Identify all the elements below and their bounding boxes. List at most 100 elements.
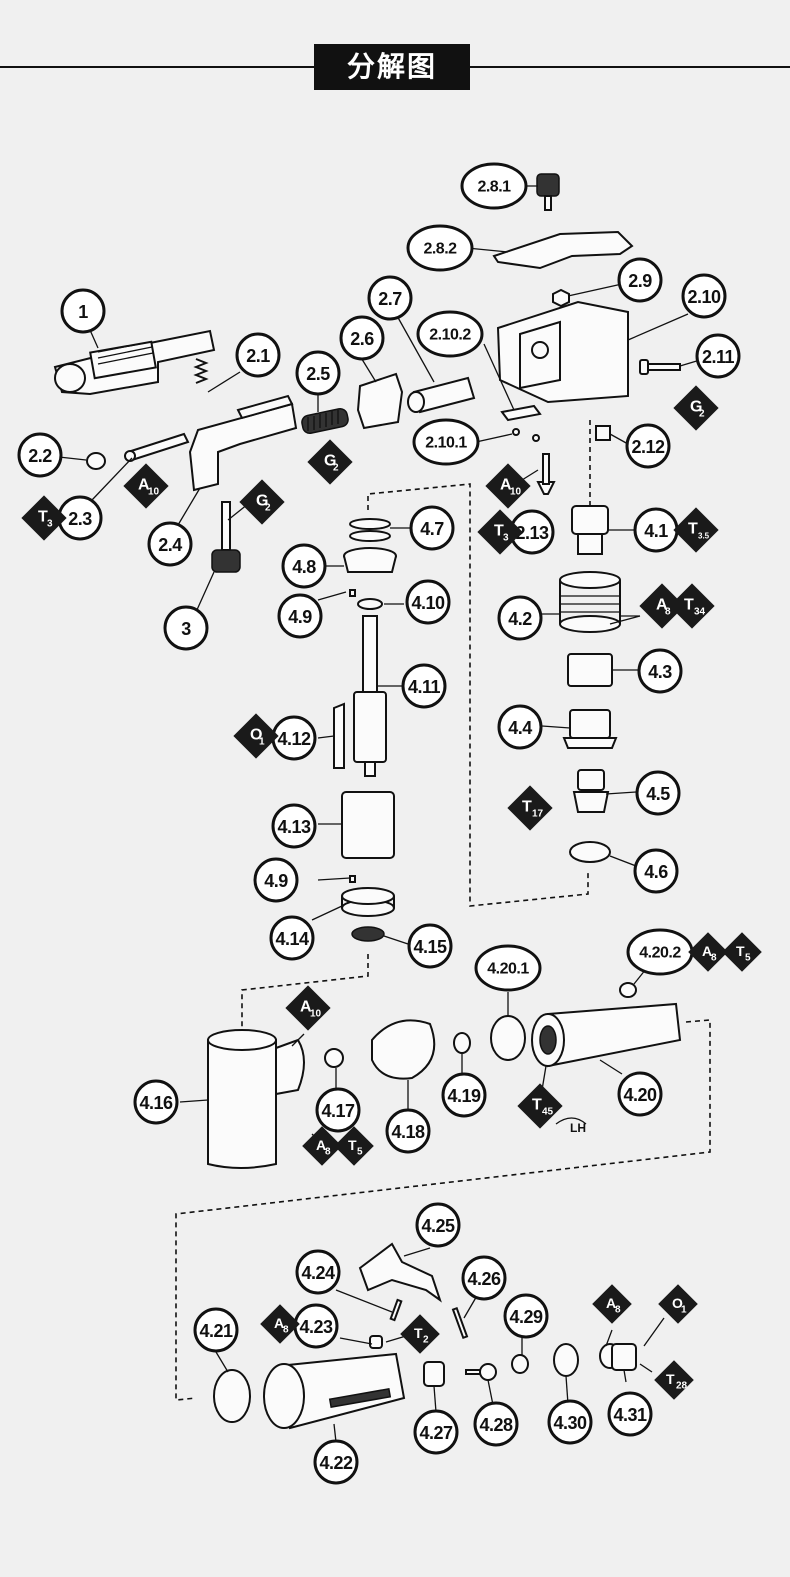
badge-letter: G xyxy=(690,399,702,416)
spec-badge-g2: G2 xyxy=(673,385,719,431)
badge-letter: G xyxy=(324,453,336,470)
part-nut-4-4 xyxy=(562,709,618,749)
badge-letter: T xyxy=(666,1371,675,1387)
callout-4-22: 4.22 xyxy=(313,1439,359,1485)
badge-letter: T xyxy=(736,943,745,959)
callout-4-13: 4.13 xyxy=(271,803,317,849)
badge-subscript: 1 xyxy=(681,1305,687,1316)
callout-4-9b: 4.9 xyxy=(253,857,299,903)
callout-label: 4.28 xyxy=(479,1415,513,1435)
badge-letter: A xyxy=(138,477,150,494)
callout-label: 4.3 xyxy=(648,662,672,682)
badge-subscript: 10 xyxy=(310,1009,322,1020)
part-pawl-2-4 xyxy=(188,394,298,492)
callout-4-15: 4.15 xyxy=(407,923,453,969)
part-bearing-4-15 xyxy=(351,926,385,942)
callout-label: 2.3 xyxy=(68,509,92,529)
callout-label: 4.19 xyxy=(447,1086,481,1106)
badge-subscript: 28 xyxy=(676,1381,688,1392)
callout-label: 4.18 xyxy=(391,1122,425,1142)
callout-label: 4.26 xyxy=(467,1269,501,1289)
part-knob-2-8-1 xyxy=(536,173,560,211)
part-cylinder-4-20 xyxy=(531,1002,682,1068)
part-plug-4-20-2 xyxy=(619,982,637,998)
badge-subscript: 2 xyxy=(699,409,705,420)
part-end-plate-4-14 xyxy=(341,887,395,917)
callout-label: 4.20.2 xyxy=(639,945,681,962)
callout-label: 4.12 xyxy=(277,729,311,749)
callout-4-2: 4.2 xyxy=(497,595,543,641)
callout-label: 4.16 xyxy=(139,1093,173,1113)
callout-4-18: 4.18 xyxy=(385,1108,431,1154)
badge-subscript: 10 xyxy=(148,487,160,498)
callout-label: 2.6 xyxy=(350,329,374,349)
badge-subscript: 2 xyxy=(265,503,271,514)
badge-subscript: 2 xyxy=(423,1335,429,1346)
badge-subscript: 8 xyxy=(325,1147,331,1158)
part-pin-4-24 xyxy=(389,1298,403,1322)
badge-letter: A xyxy=(500,477,512,494)
guide-lines xyxy=(175,420,711,1401)
spec-badge-a8: A8 xyxy=(688,932,728,972)
callout-4-26: 4.26 xyxy=(461,1255,507,1301)
callout-label: 2.12 xyxy=(631,437,665,457)
callout-4-10: 4.10 xyxy=(405,579,451,625)
callout-label: 4.31 xyxy=(613,1405,647,1425)
callout-label: 2.9 xyxy=(628,271,652,291)
badge-letter: A xyxy=(316,1137,326,1153)
parts-layer xyxy=(53,173,682,1430)
callout-4-25: 4.25 xyxy=(415,1202,461,1248)
callout-label: 4.21 xyxy=(199,1321,233,1341)
callout-label: 4.2 xyxy=(508,609,532,629)
callout-4-21: 4.21 xyxy=(193,1307,239,1353)
spec-badge-o1: O1 xyxy=(658,1284,698,1324)
callout-4-11: 4.11 xyxy=(401,663,447,709)
callout-2-11: 2.11 xyxy=(695,333,741,379)
part-seal-4-20-1 xyxy=(490,1015,526,1061)
callout-label: 4.9 xyxy=(264,871,288,891)
callout-4-23: 4.23 xyxy=(293,1303,339,1349)
badge-letter: A xyxy=(300,999,312,1016)
spec-badge-a8: A8 xyxy=(592,1284,632,1324)
callout-label: 4.29 xyxy=(509,1307,543,1327)
badge-subscript: 8 xyxy=(615,1305,621,1316)
badge-subscript: 8 xyxy=(283,1325,289,1336)
callout-2-12: 2.12 xyxy=(625,423,671,469)
part-pin-4-9b xyxy=(349,875,356,883)
badge-letter: A xyxy=(606,1295,616,1311)
part-stem-4-28 xyxy=(465,1363,497,1381)
badge-letter: T xyxy=(38,509,48,526)
part-rotor-4-11 xyxy=(353,615,387,777)
badge-subscript: 2 xyxy=(333,463,339,474)
part-tube-2-7 xyxy=(407,376,476,414)
part-sleeve-2-6 xyxy=(356,372,404,430)
callout-2-6: 2.6 xyxy=(339,315,385,361)
callout-2-9: 2.9 xyxy=(617,257,663,303)
part-cover-2-8-2 xyxy=(492,230,634,270)
badge-subscript: 8 xyxy=(711,953,717,964)
part-block-2-12 xyxy=(595,425,611,441)
callout-2-8-2: 2.8.2 xyxy=(406,224,474,272)
callout-label: 2.2 xyxy=(28,446,52,466)
page-title: 分解图 xyxy=(314,44,470,90)
part-plug-2-2 xyxy=(86,452,106,470)
callout-label: 4.6 xyxy=(644,862,668,882)
callout-2-10-1: 2.10.1 xyxy=(412,418,480,466)
callout-label: 4.30 xyxy=(553,1413,587,1433)
part-cap-4-8 xyxy=(343,547,397,573)
callout-label: 4.13 xyxy=(277,817,311,837)
badge-letter: T xyxy=(684,597,694,614)
callout-label: 2.5 xyxy=(306,364,330,384)
callout-label: 4.23 xyxy=(299,1317,333,1337)
badge-subscript: 3 xyxy=(47,519,53,530)
part-bearing-4-6 xyxy=(569,841,611,863)
callout-4-14: 4.14 xyxy=(269,915,315,961)
part-ring-4-30 xyxy=(553,1343,579,1377)
part-inlet-4-31 xyxy=(599,1343,637,1371)
badge-letter: T xyxy=(414,1325,423,1341)
part-vane-4-12 xyxy=(333,702,345,769)
